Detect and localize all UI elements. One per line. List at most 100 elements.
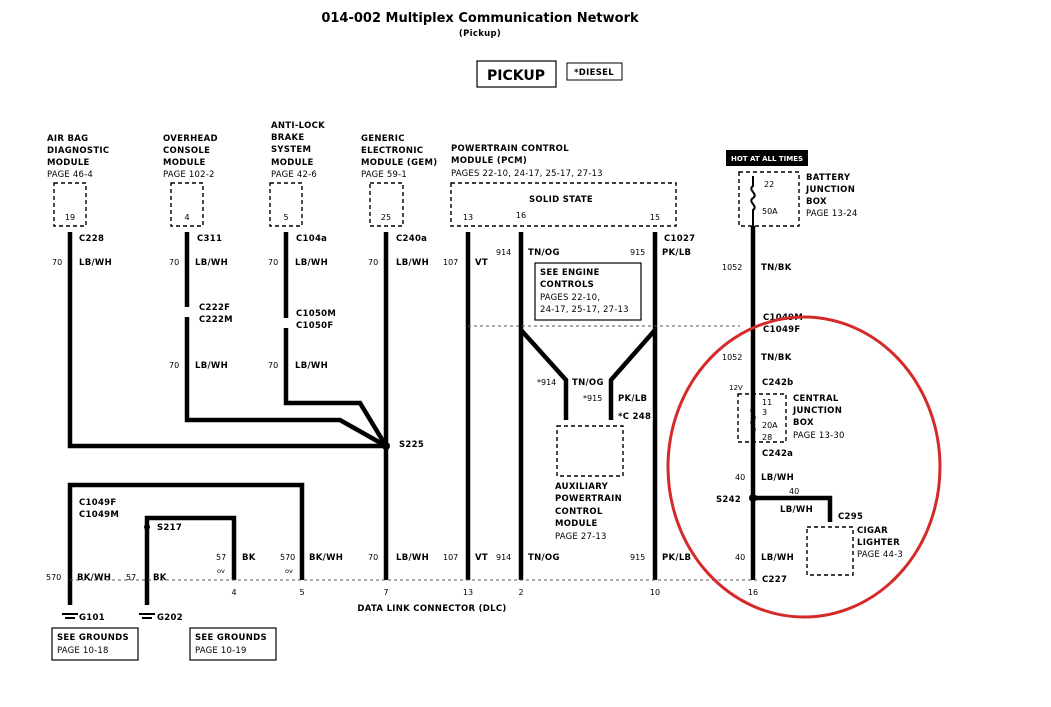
- svg-text:BK: BK: [242, 553, 256, 563]
- wire-914-branch: [519, 328, 569, 420]
- svg-text:C242b: C242b: [762, 378, 794, 388]
- svg-text:C311: C311: [197, 234, 222, 244]
- wire-cigar: [753, 495, 833, 522]
- svg-text:PAGE 46-4: PAGE 46-4: [47, 170, 93, 180]
- svg-text:MODULE: MODULE: [555, 519, 598, 529]
- svg-text:10: 10: [650, 588, 660, 597]
- ground-note-1-page: PAGE 10-18: [57, 646, 109, 656]
- svg-text:PAGE 44-3: PAGE 44-3: [857, 550, 903, 560]
- ground-note-1-title: SEE GROUNDS: [57, 633, 129, 643]
- svg-text:C1050F: C1050F: [296, 321, 334, 331]
- svg-text:LB/WH: LB/WH: [295, 258, 328, 268]
- svg-text:570: 570: [46, 573, 61, 582]
- wire-915-branch: [608, 328, 657, 420]
- wire-570-ground: [67, 482, 305, 605]
- engine-note-pages-1: PAGES 22-10,: [540, 293, 600, 303]
- svg-text:570: 570: [280, 553, 295, 562]
- auxiliary-pcm-label: AUXILIARY POWERTRAIN CONTROL MODULE PAGE…: [555, 482, 622, 542]
- airbag-pin: 19: [65, 213, 75, 222]
- svg-text:2: 2: [518, 588, 523, 597]
- gem-pin: 25: [381, 213, 391, 222]
- svg-text:LB/WH: LB/WH: [396, 553, 429, 563]
- svg-text:C1049M: C1049M: [79, 510, 119, 520]
- svg-text:DIAGNOSTIC: DIAGNOSTIC: [47, 146, 109, 156]
- svg-text:70: 70: [268, 258, 278, 267]
- gem-module-label: GENERIC ELECTRONIC MODULE (GEM) PAGE 59-…: [361, 134, 437, 180]
- svg-text:AUXILIARY: AUXILIARY: [555, 482, 609, 492]
- overhead-console-box: [170, 182, 204, 227]
- svg-text:SYSTEM: SYSTEM: [271, 145, 311, 155]
- pcm-solid-state: SOLID STATE: [529, 195, 593, 205]
- svg-text:ov: ov: [285, 567, 293, 575]
- auxiliary-pcm-box: [556, 425, 624, 477]
- splice-s225: [382, 442, 390, 450]
- central-junction-label: CENTRAL JUNCTION BOX PAGE 13-30: [792, 394, 844, 441]
- svg-text:POWERTRAIN: POWERTRAIN: [555, 494, 622, 504]
- svg-text:70: 70: [52, 258, 62, 267]
- svg-text:70: 70: [169, 258, 179, 267]
- wire-abs: [283, 232, 388, 448]
- svg-text:PAGE 27-13: PAGE 27-13: [555, 532, 607, 542]
- hot-at-all-times-text: HOT AT ALL TIMES: [731, 155, 803, 163]
- svg-text:*914: *914: [537, 378, 556, 387]
- svg-text:C104a: C104a: [296, 234, 327, 244]
- wire-overhead: [184, 232, 388, 448]
- cjb-fuse-amp: 20A: [762, 421, 778, 430]
- svg-text:TN/OG: TN/OG: [528, 248, 560, 258]
- svg-text:MODULE: MODULE: [271, 158, 314, 168]
- dlc-pin-numbers: 4 5 7 13 2 10 16: [231, 588, 758, 597]
- overhead-console-label: OVERHEAD CONSOLE MODULE PAGE 102-2: [163, 134, 218, 180]
- pcm-pin-15: 15: [650, 213, 660, 222]
- cjb-pin-28: 28: [762, 433, 772, 442]
- svg-text:VT: VT: [475, 553, 488, 563]
- svg-text:PAGE 59-1: PAGE 59-1: [361, 170, 407, 180]
- svg-text:40: 40: [789, 487, 799, 496]
- pickup-tag: PICKUP: [487, 68, 545, 84]
- svg-text:S225: S225: [399, 440, 424, 450]
- svg-text:BK/WH: BK/WH: [309, 553, 343, 563]
- svg-text:BK: BK: [153, 573, 167, 583]
- svg-text:MODULE: MODULE: [163, 158, 206, 168]
- abs-pin: 5: [283, 213, 288, 222]
- svg-text:C1049F: C1049F: [79, 498, 117, 508]
- svg-text:PAGE 102-2: PAGE 102-2: [163, 170, 215, 180]
- svg-text:BOX: BOX: [793, 418, 814, 428]
- pcm-module-label: POWERTRAIN CONTROL MODULE (PCM) PAGES 22…: [451, 144, 603, 179]
- gem-module-box: [369, 182, 404, 227]
- svg-text:LB/WH: LB/WH: [780, 505, 813, 515]
- svg-text:ov: ov: [217, 567, 225, 575]
- engine-note-line-2: CONTROLS: [540, 280, 594, 290]
- svg-text:LIGHTER: LIGHTER: [857, 538, 900, 548]
- cjb-pin-11: 11: [762, 398, 772, 407]
- svg-text:1052: 1052: [722, 353, 742, 362]
- svg-text:C1027: C1027: [664, 234, 695, 244]
- svg-text:914: 914: [496, 248, 511, 257]
- pcm-pin-13: 13: [463, 213, 473, 222]
- highlight-circle: [666, 315, 942, 619]
- engine-controls-note: [534, 262, 642, 321]
- svg-text:TN/BK: TN/BK: [761, 263, 792, 273]
- overhead-pin: 4: [184, 213, 189, 222]
- cigar-lighter-box: [806, 526, 854, 576]
- svg-text:40: 40: [735, 553, 745, 562]
- svg-text:CIGAR: CIGAR: [857, 526, 888, 536]
- wire-57-ground: [144, 515, 237, 605]
- svg-text:107: 107: [443, 258, 458, 267]
- ground-note-2-page: PAGE 10-19: [195, 646, 247, 656]
- svg-text:915: 915: [630, 248, 645, 257]
- svg-text:C228: C228: [79, 234, 104, 244]
- svg-text:PAGES 22-10, 24-17, 25-17, 27: PAGES 22-10, 24-17, 25-17, 27-13: [451, 169, 603, 179]
- svg-text:C227: C227: [762, 575, 787, 585]
- pcm-module-box: [450, 182, 677, 227]
- svg-text:5: 5: [299, 588, 304, 597]
- svg-text:LB/WH: LB/WH: [761, 473, 794, 483]
- svg-text:AIR BAG: AIR BAG: [47, 134, 88, 144]
- svg-text:S242: S242: [716, 495, 741, 505]
- svg-text:C1050M: C1050M: [296, 309, 336, 319]
- bjb-fuse-symbol: [750, 176, 756, 226]
- svg-text:57: 57: [126, 573, 136, 582]
- svg-text:PAGE 42-6: PAGE 42-6: [271, 170, 317, 180]
- airbag-module-label: AIR BAG DIAGNOSTIC MODULE PAGE 46-4: [47, 134, 109, 180]
- svg-text:70: 70: [368, 258, 378, 267]
